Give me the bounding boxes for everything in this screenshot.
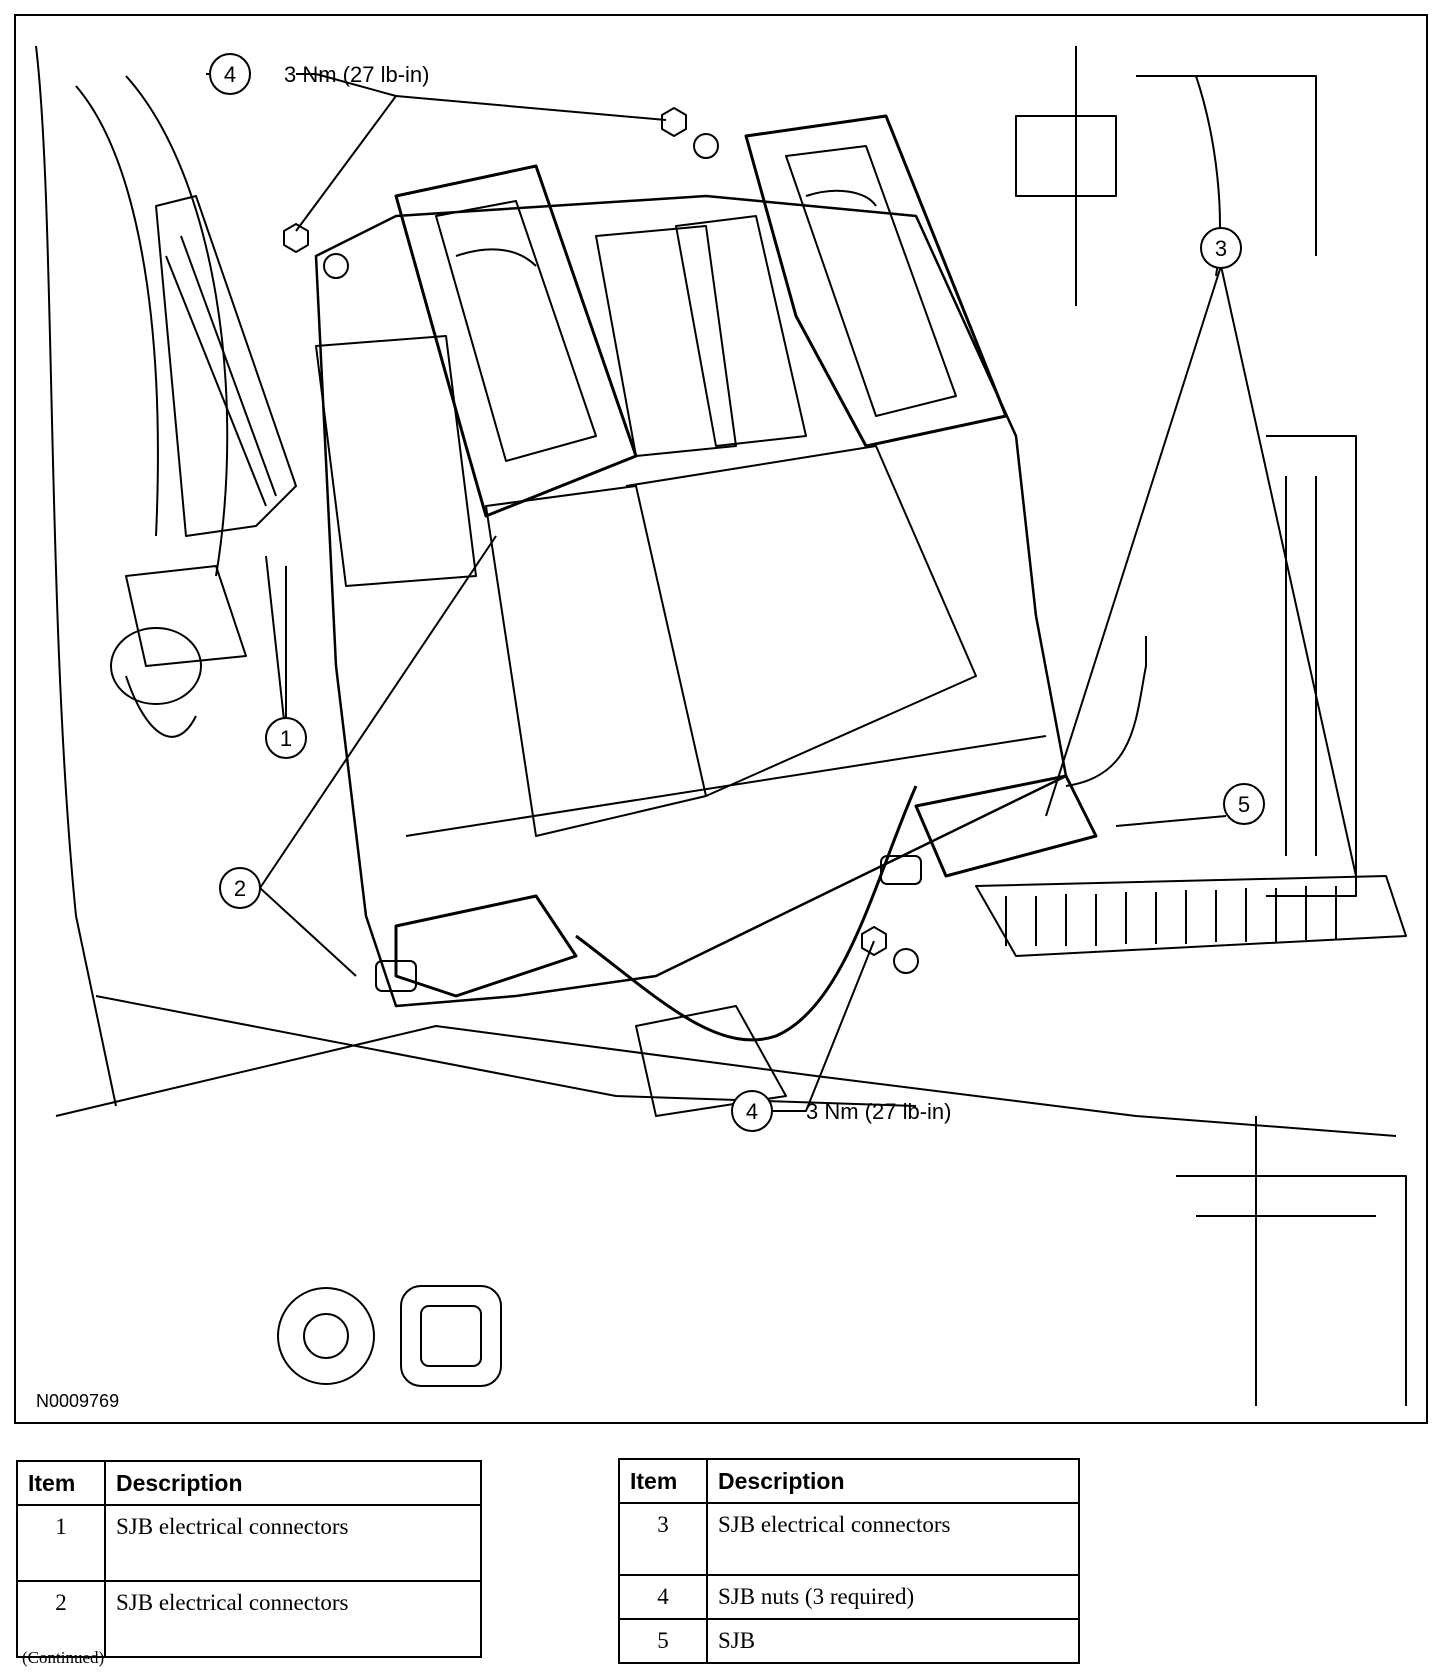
callout-1-label: 1 <box>280 726 292 751</box>
item-number: 5 <box>618 1618 708 1664</box>
table-row: 3 SJB electrical connectors <box>618 1502 1080 1576</box>
callout-1 <box>265 717 307 759</box>
callout-5 <box>1223 783 1265 825</box>
cylinder-component <box>110 627 202 705</box>
top-connector-left <box>394 164 638 518</box>
callout-2 <box>219 867 261 909</box>
nut-top-left <box>283 223 309 253</box>
callout-4-top <box>209 53 251 95</box>
item-description: SJB <box>706 1618 1080 1664</box>
callout-4-bottom-label: 4 <box>746 1099 758 1124</box>
left-body-line <box>35 45 117 1107</box>
legend-header-row: Item Description <box>16 1460 482 1506</box>
table-row: 2 SJB electrical connectors <box>16 1580 482 1658</box>
item-number: 2 <box>16 1580 106 1658</box>
bottom-connector-left <box>394 894 578 998</box>
callout-5-label: 5 <box>1238 792 1250 817</box>
item-header: Item <box>618 1458 708 1504</box>
item-description: SJB electrical connectors <box>104 1580 482 1658</box>
callout-3-label: 3 <box>1215 236 1227 261</box>
item-number: 1 <box>16 1504 106 1582</box>
torque-label-bottom: 3 Nm (27 lb-in) <box>806 1099 951 1124</box>
left-connector <box>155 195 297 537</box>
legend-table-left: Item Description 1 SJB electrical connec… <box>16 1460 482 1658</box>
item-description: SJB electrical connectors <box>104 1504 482 1582</box>
sjb-cover-panel <box>485 485 707 837</box>
bottom-connector-right <box>914 774 1098 878</box>
item-number: 4 <box>618 1574 708 1620</box>
left-harness <box>75 85 159 537</box>
continued-note: (Continued) <box>22 1648 105 1667</box>
grommet-square <box>400 1285 502 1387</box>
nut-top-center <box>661 107 687 137</box>
top-connector-right <box>744 114 1008 448</box>
table-row: 4 SJB nuts (3 required) <box>618 1574 1080 1620</box>
vent-grille <box>975 875 1407 957</box>
dash-line <box>55 1025 1397 1137</box>
illustration-frame: 4 1 2 3 5 4 3 Nm (27 lb-in) 3 Nm (27 lb-… <box>14 14 1428 1424</box>
harness-loop <box>575 785 918 1042</box>
item-number: 3 <box>618 1502 708 1576</box>
description-header: Description <box>104 1460 482 1506</box>
description-header: Description <box>706 1458 1080 1504</box>
callout-2-label: 2 <box>234 876 246 901</box>
table-row: 1 SJB electrical connectors <box>16 1504 482 1582</box>
legend-table-right: Item Description 3 SJB electrical connec… <box>618 1458 1080 1664</box>
item-header: Item <box>16 1460 106 1506</box>
callout-3 <box>1200 227 1242 269</box>
relay-block <box>315 335 477 587</box>
figure-id: N0009769 <box>36 1391 120 1411</box>
callout-4-top-label: 4 <box>224 62 236 87</box>
grommet-round <box>277 1287 375 1385</box>
nut-bottom <box>861 926 887 956</box>
sjb-illustration: 4 1 2 3 5 4 3 Nm (27 lb-in) 3 Nm (27 lb-… <box>35 45 1407 1406</box>
item-description: SJB electrical connectors <box>706 1502 1080 1576</box>
item-description: SJB nuts (3 required) <box>706 1574 1080 1620</box>
torque-label-top: 3 Nm (27 lb-in) <box>284 62 429 87</box>
callout-4-bottom <box>731 1090 773 1132</box>
legend-header-row: Item Description <box>618 1458 1080 1504</box>
lower-right-bracket <box>1176 1175 1407 1406</box>
table-row: 5 SJB <box>618 1618 1080 1664</box>
